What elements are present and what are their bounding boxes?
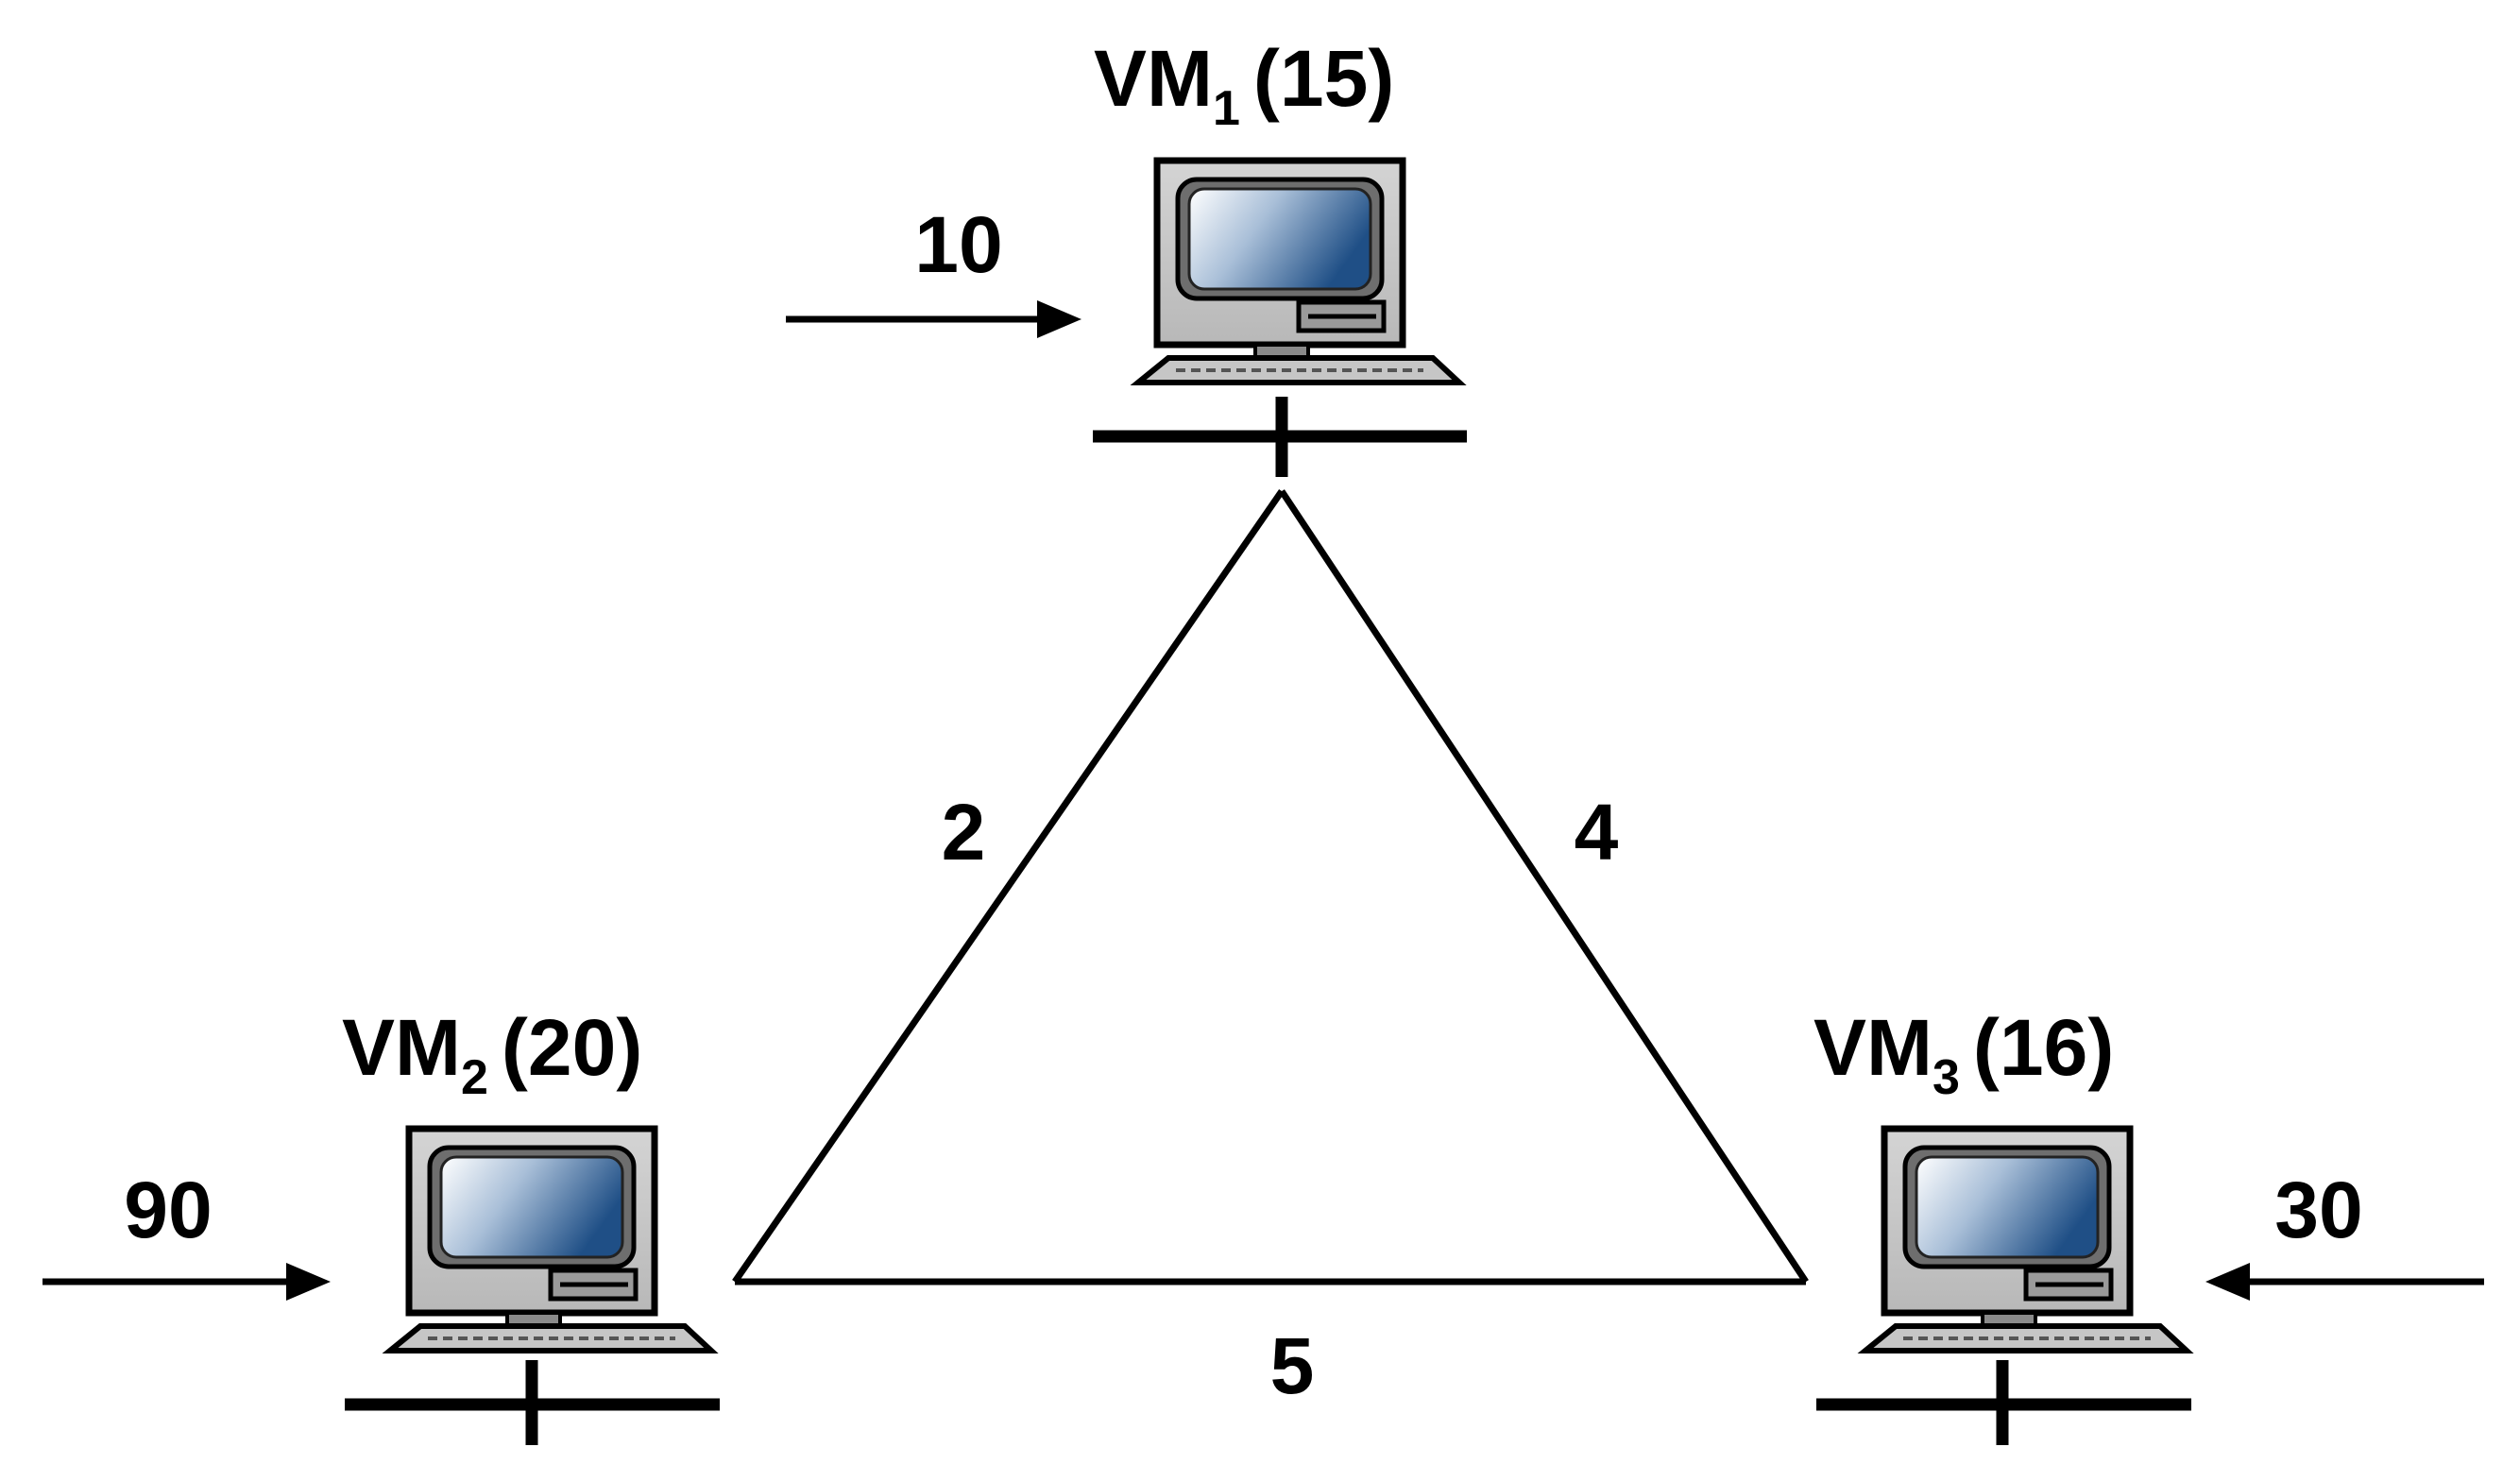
edge-vm1-vm2 [732,489,1285,1284]
computer-icon [390,1129,711,1351]
vm1-label: VM1(15) [1094,34,1394,136]
arrow-head-icon [1037,300,1081,338]
node-vm1: VM1(15) 10 [786,34,1467,477]
computer-icon [1865,1129,2187,1351]
arrow-head-icon [2205,1263,2250,1301]
vm2-label: VM2(20) [342,1003,642,1105]
computer-icon [1138,161,1459,383]
edge-vm1-vm3 [1279,489,1809,1284]
input-value-vm2: 90 [124,1166,212,1254]
input-value-vm3: 30 [2274,1166,2362,1254]
edge-weight-vm1-vm2: 2 [942,788,986,877]
arrow-head-icon [286,1263,331,1301]
edge-weight-vm1-vm3: 4 [1575,788,1619,877]
vm3-label: VM3(16) [1813,1003,2114,1105]
node-vm3: VM3(16) 30 [1813,1003,2484,1445]
node-vm2: VM2(20) 90 [43,1003,720,1445]
input-value-vm1: 10 [914,200,1002,289]
edge-weight-vm2-vm3: 5 [1270,1321,1315,1410]
